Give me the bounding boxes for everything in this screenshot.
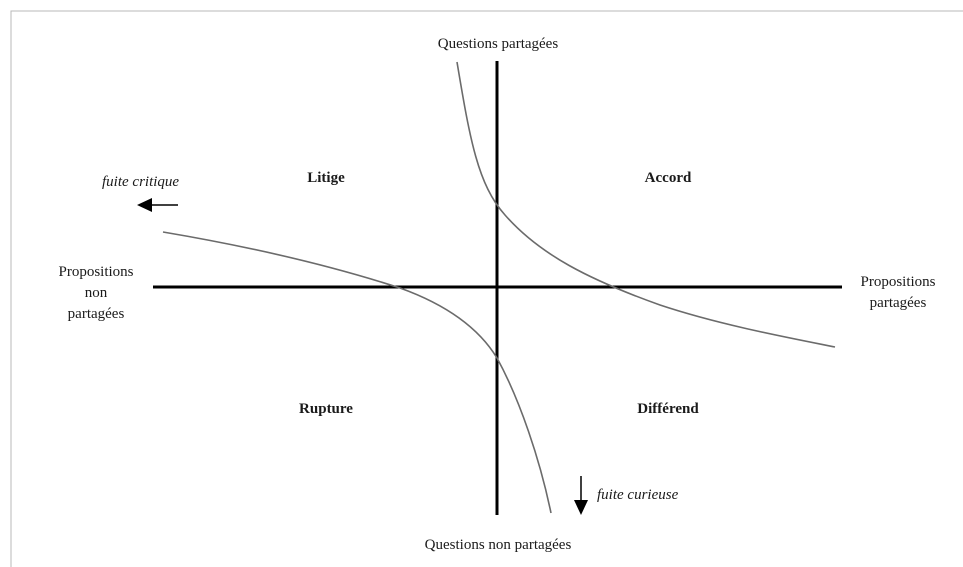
left-axis-label-line2: non <box>85 285 108 301</box>
top-axis-label: Questions partagées <box>438 36 559 52</box>
bottom-escape-label: fuite curieuse <box>597 487 679 503</box>
quadrant-label-bottom-left: Rupture <box>299 401 353 417</box>
quadrant-label-top-left: Litige <box>307 170 345 186</box>
right-axis-label-line1: Propositions <box>860 274 935 290</box>
bottom-axis-label: Questions non partagées <box>425 537 572 553</box>
frame-border <box>10 10 963 567</box>
left-escape-label: fuite critique <box>102 174 179 190</box>
left-axis-label-line3: partagées <box>68 306 125 322</box>
down-arrow-icon <box>574 476 588 515</box>
quadrant-label-top-right: Accord <box>645 170 692 186</box>
lower-left-curve <box>162 231 552 514</box>
upper-right-curve <box>456 61 836 348</box>
left-axis-label-line1: Propositions <box>58 264 133 280</box>
left-arrow-icon <box>137 198 178 212</box>
right-axis-label-line2: partagées <box>870 295 927 311</box>
quadrant-label-bottom-right: Différend <box>637 401 699 417</box>
